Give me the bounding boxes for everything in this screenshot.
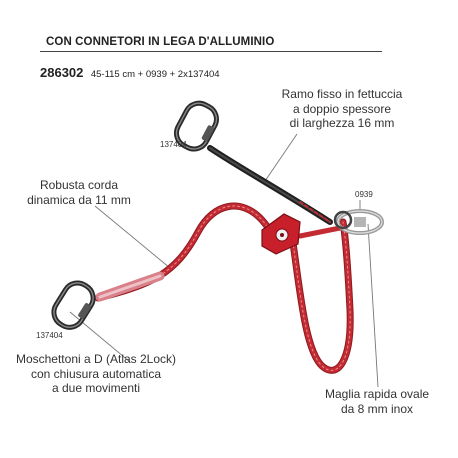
webbing-strap <box>207 145 333 225</box>
part-code-top-carabiner: 137404 <box>160 140 187 149</box>
part-code-bottom-carabiner: 137404 <box>36 331 63 340</box>
carabiner-callout-line: con chiusura automatica <box>30 366 162 381</box>
strap-callout-line: Ramo fisso in fettuccia <box>281 87 403 101</box>
maillon-callout: Maglia rapida ovale da 8 mm inox <box>308 387 446 416</box>
strap-callout: Ramo fisso in fettuccia a doppio spessor… <box>262 87 422 131</box>
maillon-callout-line: da 8 mm inox <box>340 401 414 416</box>
carabiner-callout-line: Moschettoni a D (Atlas 2Lock) <box>15 352 177 366</box>
bottom-carabiner-icon <box>51 280 96 330</box>
product-spec: 45-115 cm + 0939 + 2x137404 <box>90 69 220 80</box>
leader-strap <box>262 133 298 185</box>
leader-maillon <box>367 223 379 388</box>
strap-callout-line: a doppio spessore <box>292 101 392 116</box>
adjuster-device <box>261 213 301 255</box>
maillon-callout-line: Maglia rapida ovale <box>324 387 430 401</box>
product-code: 286302 <box>40 65 84 80</box>
product-line: 286302 45-115 cm + 0939 + 2x137404 <box>40 64 220 82</box>
header-divider <box>40 51 382 52</box>
rope <box>94 202 354 374</box>
rope-callout-line: Robusta corda <box>39 178 119 192</box>
strap-callout-line: di larghezza 16 mm <box>289 116 395 130</box>
rope-callout-line: dinamica da 11 mm <box>27 192 131 207</box>
section-title: CON CONNETORI IN LEGA D'ALLUMINIO <box>46 36 275 48</box>
maillon-icon <box>336 209 384 235</box>
leader-rope <box>94 205 171 269</box>
carabiner-callout-line: a due movimenti <box>51 381 141 395</box>
ring-icon <box>333 210 353 230</box>
leader-lines <box>69 133 379 388</box>
rope-callout: Robusta corda dinamica da 11 mm <box>14 178 144 207</box>
top-carabiner-icon <box>173 100 219 152</box>
part-code-maillon: 0939 <box>355 190 373 199</box>
carabiner-callout: Moschettoni a D (Atlas 2Lock) con chiusu… <box>2 352 190 396</box>
